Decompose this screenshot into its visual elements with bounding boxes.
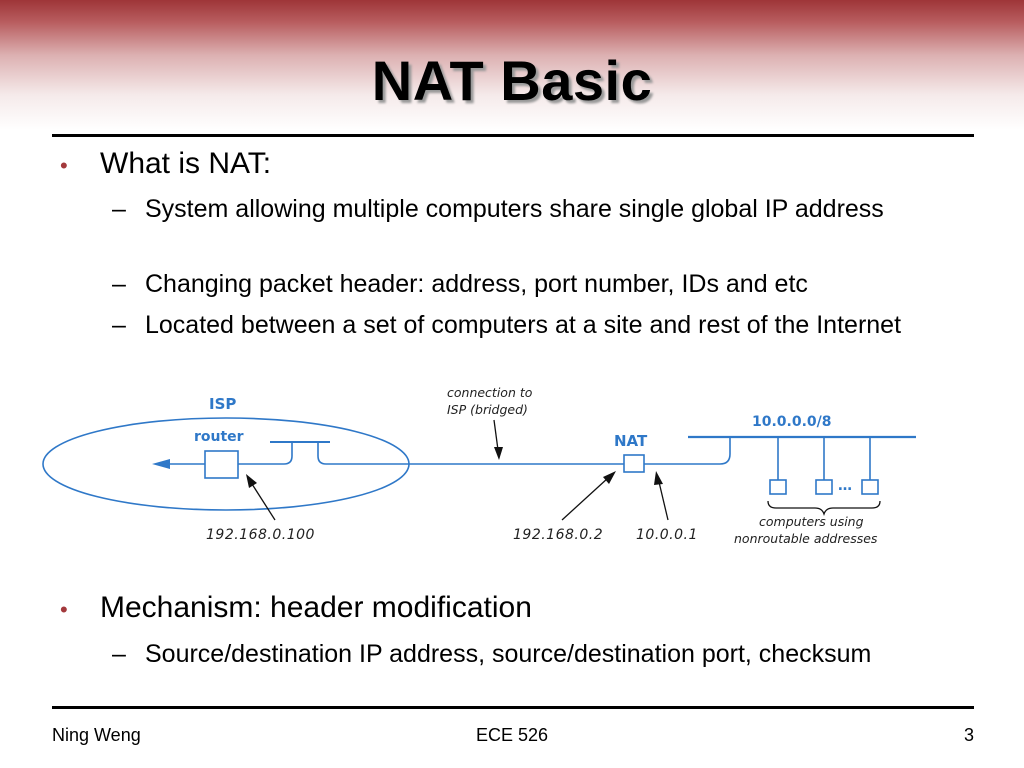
nat-network-diagram: ISP router connection to ISP (bridged) N… xyxy=(42,385,916,546)
nat-internal-ip-pointer-arrowhead xyxy=(654,471,663,485)
router-upstream-arrowhead xyxy=(152,459,170,469)
nat-internal-link xyxy=(644,438,731,465)
router-box xyxy=(204,450,239,479)
bullet-2: • Mechanism: header modification xyxy=(60,590,532,626)
bullet-1-sub-1: – System allowing multiple computers sha… xyxy=(112,192,905,226)
computers-ellipsis: … xyxy=(838,478,852,494)
bullet-2-sub-1: – Source/destination IP address, source/… xyxy=(112,637,905,671)
nat-internal-ip-pointer-line xyxy=(658,481,669,521)
title-divider xyxy=(52,134,974,137)
router-label: router xyxy=(194,429,244,445)
sub-dash: – xyxy=(112,311,126,339)
computer-1-box xyxy=(769,479,787,495)
sub-dash: – xyxy=(112,195,126,223)
computers-label-line2: nonroutable addresses xyxy=(734,531,878,546)
nat-external-ip-pointer-line xyxy=(561,477,609,521)
connection-pointer-arrowhead xyxy=(494,447,503,460)
router-ip-label: 192.168.0.100 xyxy=(206,527,315,543)
bullet-1-glyph: • xyxy=(60,153,68,178)
connection-label-line2: ISP (bridged) xyxy=(447,402,528,417)
computers-brace xyxy=(767,500,881,517)
computer-2-box xyxy=(815,479,833,495)
bullet-1: • What is NAT: xyxy=(60,146,271,182)
connection-pointer-line xyxy=(493,419,499,451)
bullet-2-sub-1-text: Source/destination IP address, source/de… xyxy=(145,640,872,668)
bullet-2-text: Mechanism: header modification xyxy=(100,591,532,624)
router-link xyxy=(238,443,293,465)
connection-label-line1: connection to xyxy=(447,385,533,400)
nat-external-ip-label: 192.168.0.2 xyxy=(513,527,603,543)
nat-internal-ip-label: 10.0.0.1 xyxy=(636,527,698,543)
computers-label-line1: computers using xyxy=(759,514,864,529)
footer-divider xyxy=(52,706,974,709)
bullet-2-glyph: • xyxy=(60,597,68,622)
bullet-1-sub-3-text: Located between a set of computers at a … xyxy=(145,311,902,339)
slide-title: NAT Basic xyxy=(371,49,653,112)
bullet-1-sub-2: – Changing packet header: address, port … xyxy=(112,267,905,301)
footer-page-number: 3 xyxy=(963,725,974,745)
computer-3-box xyxy=(861,479,879,495)
isp-label: ISP xyxy=(209,395,236,413)
footer-author: Ning Weng xyxy=(52,725,141,745)
network-label: 10.0.0.0/8 xyxy=(752,414,832,430)
sub-dash: – xyxy=(112,270,126,298)
nat-label: NAT xyxy=(614,432,648,450)
sub-dash: – xyxy=(112,640,126,668)
nat-box xyxy=(623,454,645,473)
bullet-1-sub-1-text: System allowing multiple computers share… xyxy=(145,195,884,223)
header-band xyxy=(0,0,1024,135)
router-ip-pointer-arrowhead xyxy=(246,474,257,488)
bullet-1-text: What is NAT: xyxy=(100,147,272,180)
bullet-1-sub-3: – Located between a set of computers at … xyxy=(112,308,905,342)
bullet-1-sub-2-text: Changing packet header: address, port nu… xyxy=(145,270,808,298)
bridge-link xyxy=(317,443,624,465)
nat-external-ip-pointer-arrowhead xyxy=(603,471,616,484)
router-ip-pointer-line xyxy=(251,483,276,521)
footer-course: ECE 526 xyxy=(475,725,549,745)
